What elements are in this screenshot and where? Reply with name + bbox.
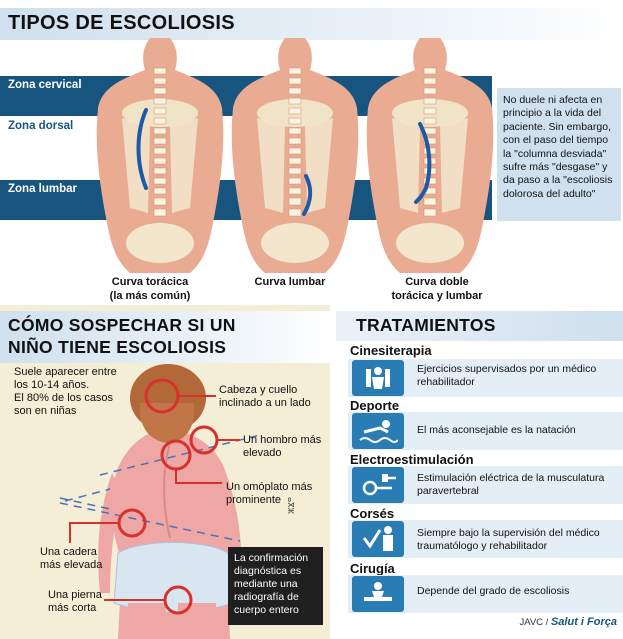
section-title-tratamientos: TRATAMIENTOS xyxy=(336,311,623,341)
corset-icon xyxy=(352,521,404,557)
sign-leg: Una pierna más corta xyxy=(48,589,102,614)
treatment-desc-cinesiterapia: Ejercicios supervisados por un médico re… xyxy=(417,363,597,388)
back-1 xyxy=(96,38,224,273)
treatment-name-cirugia: Cirugía xyxy=(350,561,395,576)
treatment-name-deporte: Deporte xyxy=(350,398,400,413)
zone-label-dorsal: Zona dorsal xyxy=(8,120,74,132)
sign-shoulder: Un hombro más elevado xyxy=(243,434,322,459)
treatment-name-corses: Corsés xyxy=(350,506,395,521)
confirmation-box: La confirmación diagnóstica es mediante … xyxy=(228,547,323,625)
treatment-desc-cirugia: Depende del grado de escoliosis xyxy=(417,585,570,597)
section-title-tipos: TIPOS DE ESCOLIOSIS xyxy=(0,8,623,40)
zone-label-cervical: Zona cervical xyxy=(8,79,82,91)
sign-head: Cabeza y cuello inclinado a un lado xyxy=(219,384,311,409)
child-illustration: ⴰⴳⵣ xyxy=(59,364,295,639)
swimming-icon xyxy=(352,413,404,449)
back-2 xyxy=(231,38,359,273)
suspect-intro: Suele aparecer entre los 10-14 años. El … xyxy=(14,366,117,417)
svg-text:ⴰⴳⵣ: ⴰⴳⵣ xyxy=(286,497,295,514)
section-title-sospechar: CÓMO SOSPECHAR SI UN NIÑO TIENE ESCOLIOS… xyxy=(0,311,330,363)
electrode-icon xyxy=(352,467,404,503)
treatment-name-electroestimulacion: Electroestimulación xyxy=(350,452,474,467)
treatments-panel xyxy=(336,305,623,615)
surgery-icon xyxy=(352,576,404,612)
treatment-name-cinesiterapia: Cinesiterapia xyxy=(350,343,432,358)
zone-label-lumbar: Zona lumbar xyxy=(8,183,78,195)
treatment-desc-corses: Siempre bajo la supervisión del médico t… xyxy=(417,527,600,552)
credit: JAVC / Salut i Força xyxy=(519,616,617,628)
curve-caption-2: Curva lumbar xyxy=(254,276,326,288)
exercise-icon xyxy=(352,360,404,396)
treatment-desc-deporte: El más aconsejable es la natación xyxy=(417,424,576,436)
treatment-desc-electroestimulacion: Estimulación eléctrica de la musculatura… xyxy=(417,472,605,497)
sign-scapula: Un omóplato más prominente xyxy=(226,481,313,506)
spine-illustrations xyxy=(96,38,494,273)
back-3 xyxy=(366,38,494,273)
hip-tilt-line xyxy=(59,497,111,510)
sign-hip: Una cadera más elevada xyxy=(40,546,103,571)
curve-caption-1: Curva torácica(la más común) xyxy=(109,276,191,302)
side-note: No duele ni afecta en principio a la vid… xyxy=(497,88,621,221)
